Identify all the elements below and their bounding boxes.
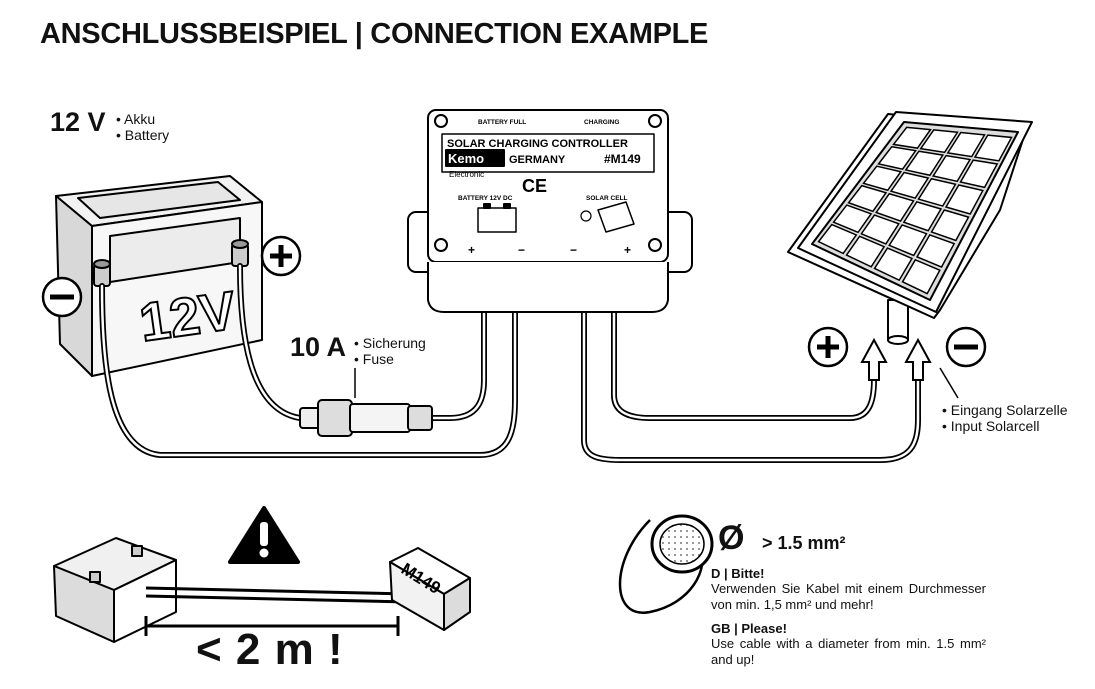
controller-battery-minus: − — [518, 243, 525, 257]
controller-country: GERMANY — [509, 154, 566, 166]
controller-drawing — [407, 109, 693, 313]
solar-cell — [845, 235, 886, 268]
solar-input-pointer — [939, 367, 959, 399]
fuse-holder — [299, 399, 433, 437]
controller-battery-plus: + — [468, 243, 475, 257]
led-charging-label: CHARGING — [584, 119, 619, 126]
cable-cross-section-icon — [618, 514, 714, 614]
solar-label-de: Eingang Solarzelle — [942, 402, 1068, 418]
fuse-labels: Sicherung Fuse — [354, 335, 426, 367]
small-module-drawing — [389, 547, 471, 631]
solar-cell — [888, 224, 928, 257]
diameter-symbol: Ø — [718, 519, 745, 557]
note-de-heading: D | Bitte! — [711, 566, 765, 581]
cable-spec: > 1.5 mm² — [762, 533, 846, 553]
solar-plus-symbol — [807, 326, 849, 368]
solar-input-arrows — [860, 337, 932, 381]
page-title: ANSCHLUSSBEISPIEL | CONNECTION EXAMPLE — [40, 18, 709, 50]
led-battery-full-label: BATTERY FULL — [478, 119, 526, 126]
solar-cell — [902, 200, 943, 232]
brand-sub: Electronic — [449, 170, 484, 179]
solar-cell — [892, 126, 932, 149]
cable-notes: D | Bitte! Verwenden Sie Kabel mit einem… — [711, 566, 986, 668]
controller-text: BATTERY FULL CHARGING SOLAR CHARGING CON… — [447, 119, 641, 257]
solar-terminal-label: SOLAR CELL — [586, 195, 628, 202]
solar-cell — [889, 171, 930, 200]
battery-minus-symbol — [41, 276, 83, 318]
solar-cells — [817, 126, 1013, 295]
battery-terminal-label: BATTERY 12V DC — [458, 195, 513, 202]
solar-cell — [919, 129, 959, 154]
small-cable — [145, 586, 409, 604]
solar-cell — [931, 154, 972, 183]
solar-minus-symbol — [945, 326, 987, 368]
solar-cell — [862, 165, 903, 192]
solar-cell — [944, 184, 984, 215]
battery-plus-symbol — [260, 235, 302, 277]
fuse-label-de: Sicherung — [354, 335, 426, 351]
solar-cell — [973, 134, 1013, 162]
controller-solar-plus: + — [624, 243, 631, 257]
battery-case-text: 12V — [136, 281, 240, 354]
note-gb-text: Use cable with a diameter from min. 1.5 … — [711, 636, 986, 667]
note-gb-heading: GB | Please! — [711, 621, 787, 636]
fuse-rating: 10 A — [290, 332, 347, 362]
battery-label-en: Battery — [116, 127, 169, 143]
solar-cell — [904, 150, 945, 177]
solar-cell — [917, 177, 957, 207]
fuse-label-en: Fuse — [354, 351, 426, 367]
solar-cell — [860, 214, 900, 245]
brand-logo: Kemo — [448, 151, 484, 166]
controller-name: SOLAR CHARGING CONTROLLER — [447, 138, 628, 150]
note-de-text: Verwenden Sie Kabel mit einem Durchmesse… — [711, 581, 986, 612]
controller-solar-minus: − — [570, 243, 577, 257]
solar-cell — [847, 184, 888, 213]
distance-warning-text: < 2 m ! — [196, 625, 344, 674]
battery-label-de: Akku — [116, 111, 169, 127]
battery-labels: Akku Battery — [116, 111, 169, 143]
solar-input-labels: Eingang Solarzelle Input Solarcell — [942, 402, 1068, 434]
solar-cell — [915, 234, 956, 268]
solar-cell — [930, 209, 970, 242]
small-battery-drawing — [53, 537, 177, 643]
battery-drawing — [55, 175, 263, 377]
battery-voltage: 12 V — [50, 107, 106, 137]
solar-cell — [946, 131, 986, 158]
solar-cell — [875, 192, 915, 222]
solar-cell — [959, 159, 999, 189]
solar-cell — [817, 223, 858, 255]
solar-cell — [877, 145, 917, 171]
controller-model: #M149 — [604, 152, 641, 166]
solar-cell — [832, 204, 873, 234]
distance-dimension — [144, 616, 400, 636]
warning-icon — [228, 506, 300, 564]
certification-marks: CE — [522, 176, 547, 196]
solar-label-en: Input Solarcell — [942, 418, 1068, 434]
solar-cell — [873, 247, 914, 282]
solar-cell — [901, 258, 941, 295]
